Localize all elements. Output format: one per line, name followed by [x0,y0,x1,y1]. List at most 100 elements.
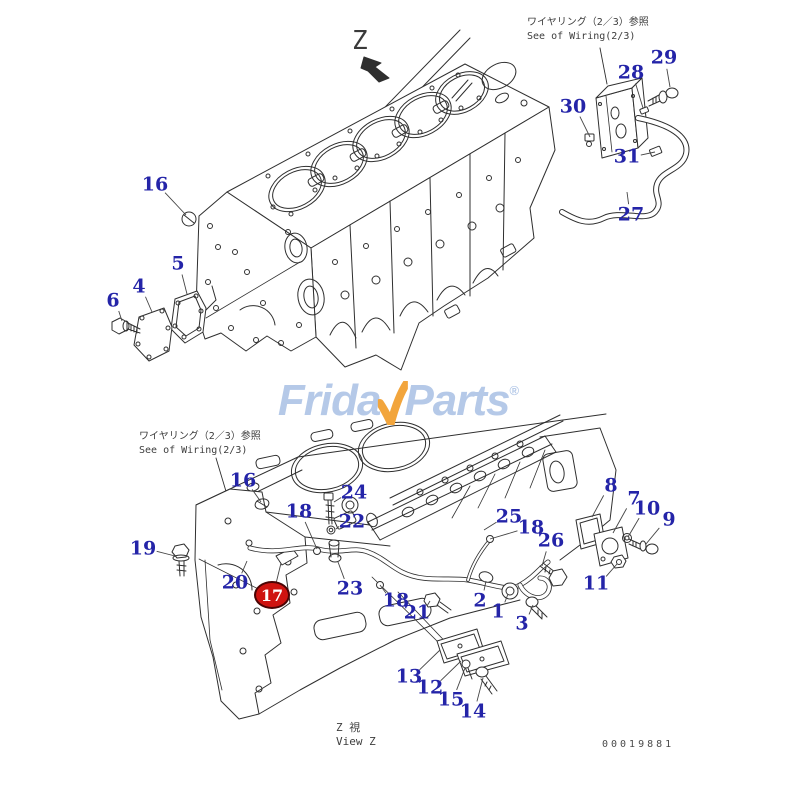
clamp-part-30 [584,133,595,147]
leader-line [419,649,441,671]
part-label-25: 25 [495,505,523,528]
leader-line [335,526,340,530]
leader-line [605,563,618,577]
leader-line [476,677,484,702]
bottom-wiring-note: ワイヤリング（2／3）参照 See of Wiring(2/3) [139,430,261,457]
terminal-box-part [595,77,649,159]
watermark-text-right: Parts [404,376,510,425]
part-label-30: 30 [559,95,587,118]
leader-line [483,580,487,591]
wire-harness-27 [559,106,690,225]
bolt-part-14 [475,666,498,695]
orange-check-y-icon [377,381,408,425]
part-label-16: 16 [141,173,169,196]
part-label-4: 4 [132,275,146,298]
leader-line [504,593,509,603]
leader-line [440,660,462,682]
part-label-18: 18 [285,500,313,523]
leader-line [456,667,466,691]
highlighted-part-label-17: 17 [254,581,290,609]
part-label-19: 19 [129,537,157,560]
top-wiring-note-en: See of Wiring(2/3) [527,30,636,42]
part-label-15: 15 [437,688,465,711]
leader-line [626,191,630,205]
part-label-6: 6 [106,289,120,312]
leader-line [275,562,282,585]
drawing-number: 00019881 [602,739,675,750]
watermark-text-left: Frida [277,376,382,425]
part-label-21: 21 [403,601,431,624]
leader-line [251,489,262,503]
view-direction-arrow-icon [360,56,390,83]
view-z-caption: Z 視 View Z [336,721,376,750]
part-label-28: 28 [617,61,645,84]
leader-line [337,561,345,580]
leader-line [640,151,656,156]
part-label-14: 14 [459,700,487,723]
part-label-7: 7 [627,487,641,510]
part-label-11: 11 [582,572,610,595]
part-label-13: 13 [395,665,423,688]
part-label-29: 29 [650,46,678,69]
top-wiring-note-jp: ワイヤリング（2／3）参照 [527,17,649,28]
part-label-1: 1 [491,600,505,623]
leader-line [164,192,187,216]
part-label-9: 9 [662,508,676,531]
part-label-18: 18 [517,516,545,539]
leader-line [528,604,534,615]
leader-line [627,517,640,538]
leader-line [333,497,342,503]
part-label-26: 26 [537,529,565,552]
view-z-letter: Z [352,26,368,56]
part-label-10: 10 [633,497,661,520]
plug-part-16 [181,211,197,227]
screw-part-15 [461,659,473,680]
bolt-part-6 [111,317,141,335]
leader-line [156,550,176,557]
view-z-caption-jp: Z 視 [336,721,361,734]
gasket-part-5 [170,290,207,344]
leader-line [635,83,644,109]
part-label-20: 20 [221,571,249,594]
leader-line [426,600,431,606]
leader-line [379,584,387,594]
leader-line [145,296,153,313]
leader-line [181,274,188,295]
part-label-16: 16 [229,469,257,492]
part-label-18: 18 [382,589,410,612]
leader-line [118,310,123,322]
leader-line [579,116,591,138]
leader-line [483,521,497,531]
part-label-12: 12 [416,676,444,699]
part-label-3: 3 [515,612,529,635]
bottom-engine-block-drawing [171,413,659,720]
part-label-22: 22 [338,510,366,533]
watermark-registered-mark: ® [509,383,520,398]
top-wiring-note: ワイヤリング（2／3）参照 See of Wiring(2/3) [527,16,649,43]
leader-line [304,521,318,550]
part-label-27: 27 [617,203,645,226]
view-z-caption-en: View Z [336,735,376,749]
leader-line [541,551,547,567]
leader-line [591,495,605,518]
part-label-24: 24 [340,481,368,504]
plug-part-11 [610,554,627,569]
leader-line [612,508,628,534]
leader-line [241,560,248,574]
part-label-23: 23 [336,577,364,600]
part-label-2: 2 [473,589,487,612]
leader-line [489,530,518,540]
leader-line [666,68,671,88]
top-engine-block-drawing [185,29,556,371]
bolt-part-29 [647,87,679,107]
washer-part-10 [622,533,632,543]
part-label-8: 8 [604,474,618,497]
bottom-wiring-note-en: See of Wiring(2/3) [139,444,248,456]
fridayparts-watermark: Frida Parts® [277,376,520,426]
bolt-part-9 [628,538,659,555]
part-label-31: 31 [613,145,641,168]
cover-part-4 [133,307,173,362]
